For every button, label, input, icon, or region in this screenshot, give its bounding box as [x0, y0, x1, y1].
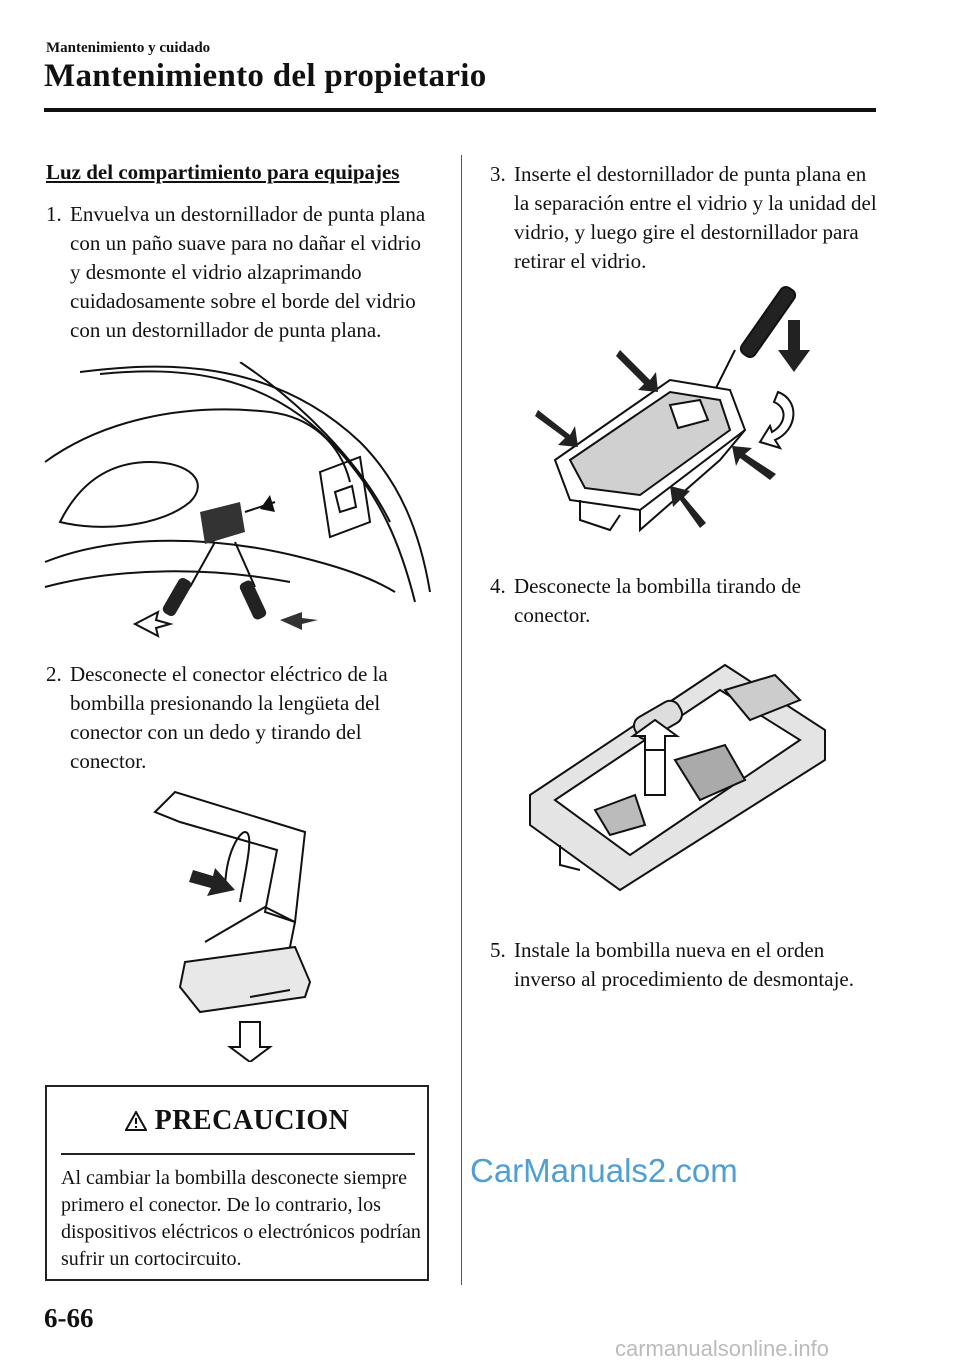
- footer-watermark: carmanualsonline.info: [615, 1336, 830, 1361]
- caution-rule: [61, 1153, 415, 1155]
- step-text: Desconecte la bombilla tirando de conect…: [514, 574, 801, 627]
- page-title: Mantenimiento del propietario: [44, 58, 487, 94]
- caution-text: Al cambiar la bombilla desconecte siempr…: [61, 1167, 421, 1270]
- warning-icon: [123, 1109, 148, 1131]
- step-number: 4.: [490, 574, 506, 598]
- step-text: Desconecte el conector eléctrico de la b…: [70, 662, 388, 773]
- step-5: 5. Instale la bombilla nueva en el orden…: [490, 936, 880, 1026]
- caution-box: PRECAUCION Al cambiar la bombilla descon…: [45, 1085, 429, 1281]
- figure-lens-removal: [44, 362, 431, 638]
- caution-heading: PRECAUCION: [47, 1105, 427, 1137]
- step-number: 3.: [490, 162, 506, 186]
- figure-bulb-removal: [529, 663, 826, 892]
- step-text: Inserte el destornillador de punta plana…: [514, 162, 877, 273]
- section-title: Luz del compartimiento para equipajes: [46, 160, 400, 184]
- header-rule: [44, 108, 876, 112]
- step-text: Instale la bombilla nueva en el orden in…: [514, 938, 854, 991]
- step-text: Envuelva un destornillador de punta plan…: [70, 202, 426, 342]
- figure-screwdriver-gap: [535, 286, 810, 533]
- step-2: 2. Desconecte el conector eléctrico de l…: [46, 660, 436, 780]
- column-divider: [461, 155, 462, 1285]
- page-number: 6-66: [44, 1303, 94, 1333]
- step-1: 1. Envuelva un destornillador de punta p…: [46, 200, 436, 350]
- step-number: 5.: [490, 938, 506, 962]
- step-3: 3. Inserte el destornillador de punta pl…: [490, 160, 880, 280]
- figure-disconnect-connector: [153, 790, 312, 1062]
- step-number: 1.: [46, 202, 62, 226]
- watermark: CarManuals2.com: [470, 1152, 738, 1189]
- section-name: Mantenimiento y cuidado: [46, 40, 211, 56]
- caution-title: PRECAUCION: [154, 1105, 350, 1136]
- step-number: 2.: [46, 662, 62, 686]
- step-4: 4. Desconecte la bombilla tirando de con…: [490, 572, 880, 632]
